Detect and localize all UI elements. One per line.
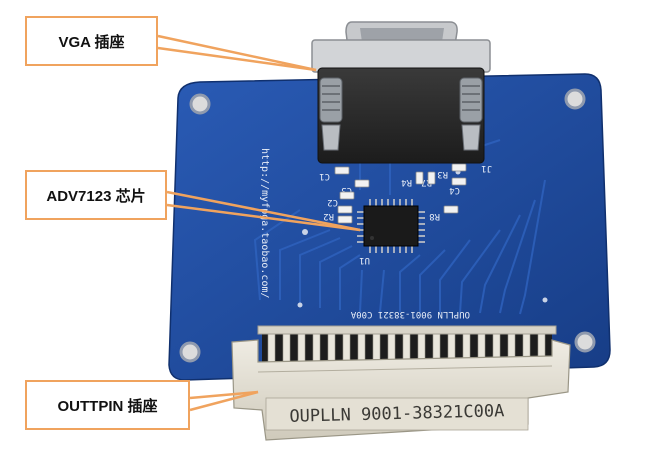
label-r8: R8 [429,211,440,221]
label-c1: C1 [319,171,330,181]
model-silkscreen: OUPLLN 9001-38321 C00A [350,309,470,319]
smd-components [334,163,467,224]
callout-lines [157,34,361,412]
label-r4: R4 [401,177,412,187]
label-c2: C2 [327,197,338,207]
label-j1: J1 [481,163,492,173]
label-c3: C3 [341,185,352,195]
vga-socket-callout: VGA 插座 [25,16,158,66]
vga-connector [311,21,491,164]
mounting-hole [179,88,596,363]
label-r3: R3 [437,169,448,179]
label-r7: R7 [421,177,432,187]
label-c4: C4 [449,185,460,195]
outpin-connector [231,325,571,441]
outpin-socket-callout: OUTTPIN 插座 [25,380,190,430]
adv7123-chip-callout: ADV7123 芯片 [25,170,167,220]
url-silkscreen: http://myfpga.taobao.com/ [259,148,270,299]
label-u1: U1 [359,255,370,265]
adv7123-chip [357,199,425,253]
label-r2: R2 [323,211,334,221]
